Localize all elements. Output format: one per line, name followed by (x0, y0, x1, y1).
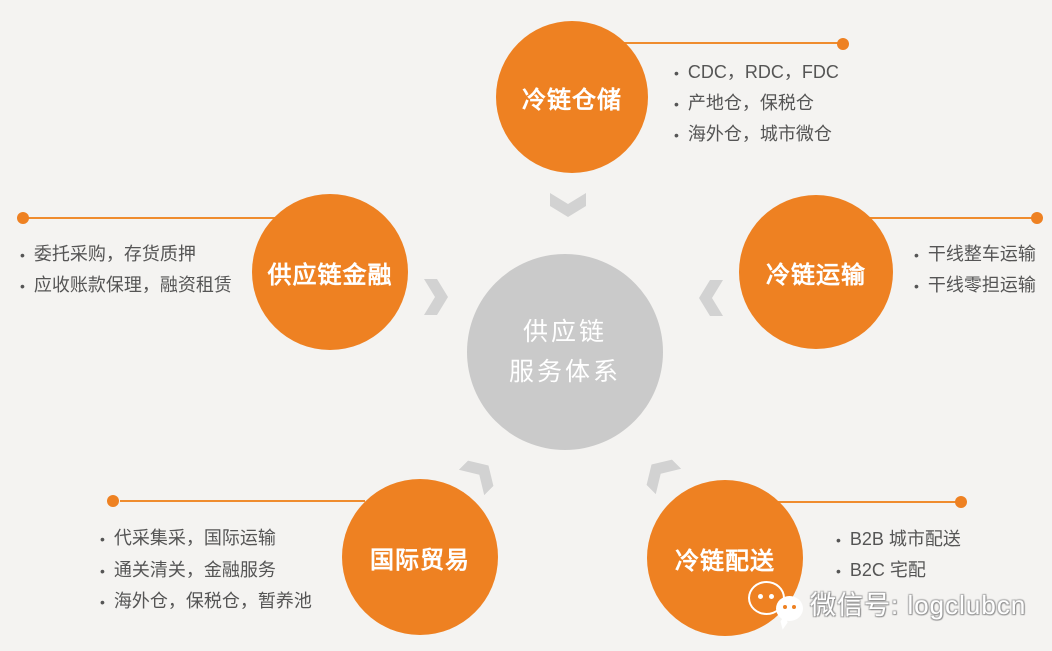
connector-line-warehousing (600, 42, 838, 44)
bullet-item: B2C 宅配 (836, 555, 961, 586)
connector-dot-trade (107, 495, 119, 507)
bullet-item: 干线整车运输 (914, 239, 1036, 270)
bullet-item: 海外仓，城市微仓 (674, 119, 839, 150)
connector-line-finance (28, 217, 280, 219)
node-label: 国际贸易 (370, 546, 470, 574)
node-label: 冷链配送 (675, 547, 775, 575)
bullets-cold-chain-delivery: B2B 城市配送 B2C 宅配 (836, 524, 961, 586)
node-label: 冷链仓储 (522, 86, 622, 114)
bullet-item: B2B 城市配送 (836, 524, 961, 555)
chevron-up-left-icon (646, 459, 682, 495)
node-international-trade: 国际贸易 (342, 479, 498, 635)
bullets-international-trade: 代采集采，国际运输 通关清关，金融服务 海外仓，保税仓，暂养池 (100, 523, 312, 618)
center-title-line1: 供应链 (522, 318, 607, 346)
node-label: 冷链运输 (766, 261, 866, 289)
chevron-down-icon (550, 193, 586, 217)
connector-dot-warehousing (837, 38, 849, 50)
connector-line-trade (120, 500, 365, 502)
watermark: 微信号: logclubcn (748, 580, 1027, 630)
node-supply-chain-finance: 供应链金融 (252, 194, 408, 350)
bullet-item: 委托采购，存货质押 (20, 239, 232, 270)
bullet-item: 通关清关，金融服务 (100, 555, 312, 587)
bullets-cold-chain-transport: 干线整车运输 干线零担运输 (914, 239, 1036, 301)
bullet-item: 产地仓，保税仓 (674, 88, 839, 119)
bullet-item: 海外仓，保税仓，暂养池 (100, 586, 312, 618)
bullet-item: 干线零担运输 (914, 270, 1036, 301)
node-label: 供应链金融 (267, 261, 393, 289)
bullet-item: CDC，RDC，FDC (674, 57, 839, 88)
bullets-cold-chain-warehousing: CDC，RDC，FDC 产地仓，保税仓 海外仓，城市微仓 (674, 57, 839, 150)
connector-dot-transport (1031, 212, 1043, 224)
node-cold-chain-transport: 冷链运输 (739, 195, 893, 349)
connector-line-delivery (770, 501, 956, 503)
center-title-line2: 服务体系 (508, 358, 621, 386)
chevron-left-icon (699, 280, 723, 316)
wechat-icon (748, 580, 806, 630)
chevron-right-icon (424, 279, 448, 315)
watermark-text: 微信号: logclubcn (810, 589, 1027, 620)
node-cold-chain-warehousing: 冷链仓储 (496, 21, 648, 173)
center-node-supply-chain-service-system: 供应链 服务体系 (467, 254, 663, 450)
connector-line-transport (860, 217, 1032, 219)
connector-dot-finance (17, 212, 29, 224)
chevron-up-right-icon (458, 460, 494, 496)
bullet-item: 应收账款保理，融资租赁 (20, 270, 232, 301)
bullet-item: 代采集采，国际运输 (100, 523, 312, 555)
bullets-supply-chain-finance: 委托采购，存货质押 应收账款保理，融资租赁 (20, 239, 232, 301)
connector-dot-delivery (955, 496, 967, 508)
node-cold-chain-delivery: 冷链配送 (647, 480, 803, 636)
